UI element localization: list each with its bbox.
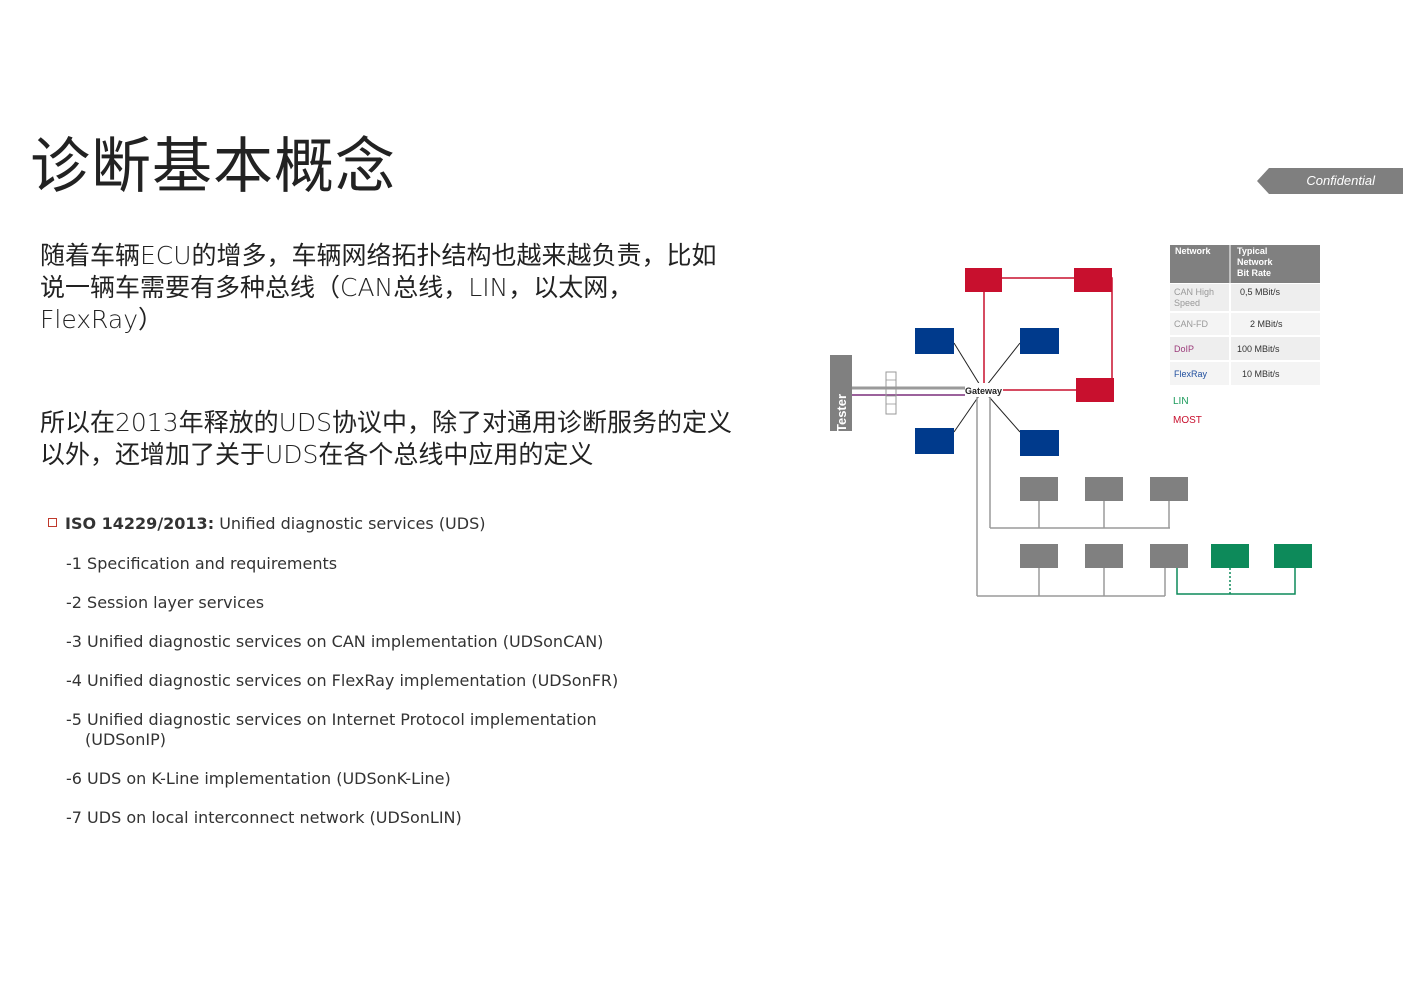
page-title: 诊断基本概念 <box>30 132 396 202</box>
lin-bus <box>1176 568 1296 595</box>
table-cell-rate: 2 MBit/s <box>1250 319 1283 329</box>
list-item: -3 Unified diagnostic services on CAN im… <box>66 632 604 651</box>
legend-most: MOST <box>1173 415 1202 426</box>
network-topology-diagram: Tester Gateway <box>820 240 1330 614</box>
lin-node <box>1211 544 1249 568</box>
gateway-label: Gateway <box>965 386 1002 396</box>
list-item: -5 Unified diagnostic services on Intern… <box>66 710 597 749</box>
tester-box <box>830 355 852 431</box>
iso-standard-heading: ISO 14229/2013: Unified diagnostic servi… <box>48 514 485 533</box>
flexray-node <box>915 428 954 454</box>
table-header-network: Network <box>1175 246 1212 256</box>
legend-lin: LIN <box>1173 396 1189 407</box>
can-node <box>1020 544 1058 568</box>
flexray-node <box>1020 430 1059 456</box>
topology-svg: Tester Gateway <box>830 245 1320 597</box>
list-item: -7 UDS on local interconnect network (UD… <box>66 808 462 827</box>
iso-code: ISO 14229/2013: <box>65 514 215 533</box>
table-cell-rate: 0,5 MBit/s <box>1240 287 1281 297</box>
can-node <box>1085 544 1123 568</box>
table-cell-network: CAN-FD <box>1174 319 1208 329</box>
most-ring <box>983 277 1113 391</box>
connector-grid <box>885 371 897 415</box>
tester-label: Tester <box>834 394 849 432</box>
iso-name: Unified diagnostic services (UDS) <box>219 514 486 533</box>
table-cell-rate: 10 MBit/s <box>1242 369 1280 379</box>
table-header <box>1170 245 1320 283</box>
most-node <box>1076 378 1114 402</box>
table-cell-network: FlexRay <box>1174 369 1208 379</box>
list-item: -1 Specification and requirements <box>66 554 338 573</box>
can-node <box>1150 477 1188 501</box>
list-item: -4 Unified diagnostic services on FlexRa… <box>66 671 619 690</box>
flexray-node <box>1020 328 1059 354</box>
list-item: -2 Session layer services <box>66 593 265 612</box>
can-node <box>1150 544 1188 568</box>
table-cell-network: DoIP <box>1174 344 1194 354</box>
gateway-box <box>965 383 1003 397</box>
uds-paragraph: 所以在2013年释放的UDS协议中，除了对通用诊断服务的定义以外，还增加了关于U… <box>40 408 733 469</box>
can-node <box>1020 477 1058 501</box>
most-node <box>1074 268 1112 292</box>
confidential-tag: Confidential <box>1257 168 1403 194</box>
flexray-node <box>915 328 954 354</box>
list-item: -6 UDS on K-Line implementation (UDSonK-… <box>66 769 451 788</box>
iso-parts-list: -1 Specification and requirements -2 Ses… <box>66 554 666 847</box>
bullet-square-icon <box>48 518 57 527</box>
table-cell-rate: 100 MBit/s <box>1237 344 1280 354</box>
most-node <box>965 268 1002 292</box>
can-node <box>1085 477 1123 501</box>
lin-node <box>1274 544 1312 568</box>
intro-paragraph: 随着车辆ECU的增多，车辆网络拓扑结构也越来越负责，比如说一辆车需要有多种总线（… <box>40 241 717 334</box>
